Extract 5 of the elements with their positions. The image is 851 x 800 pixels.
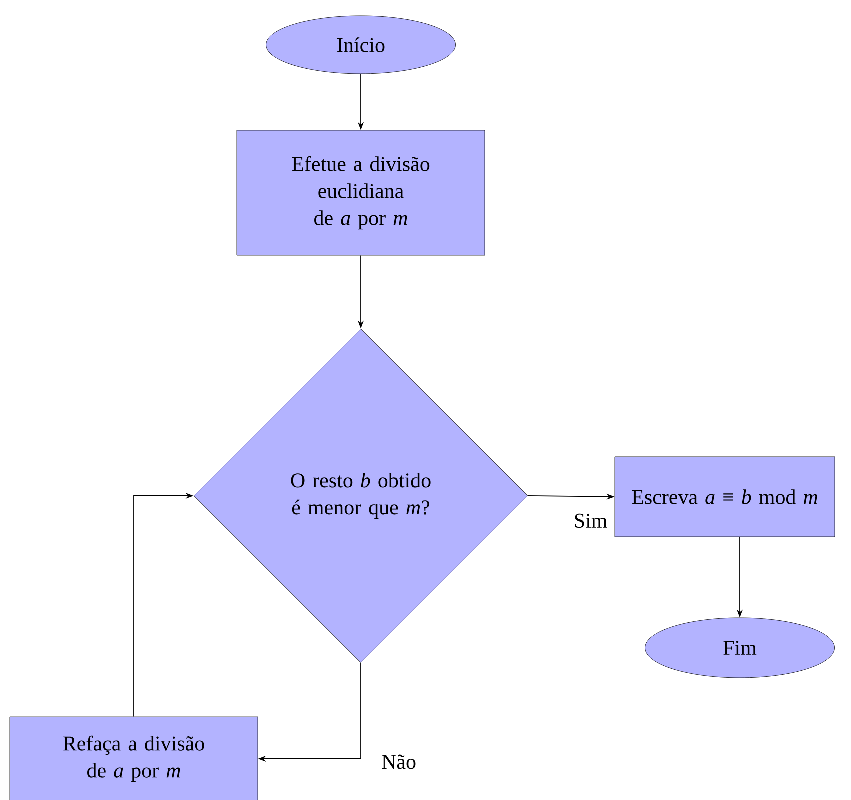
edge-label: Não [380, 754, 418, 770]
process-box: Efetue a divisão euclidiana de a por m [236, 130, 486, 256]
process-box: Refaça a divisão de a por m [10, 716, 258, 800]
process-box: Escreva a ≡ b mod m [614, 456, 836, 538]
edge-label: Sim [572, 512, 609, 530]
